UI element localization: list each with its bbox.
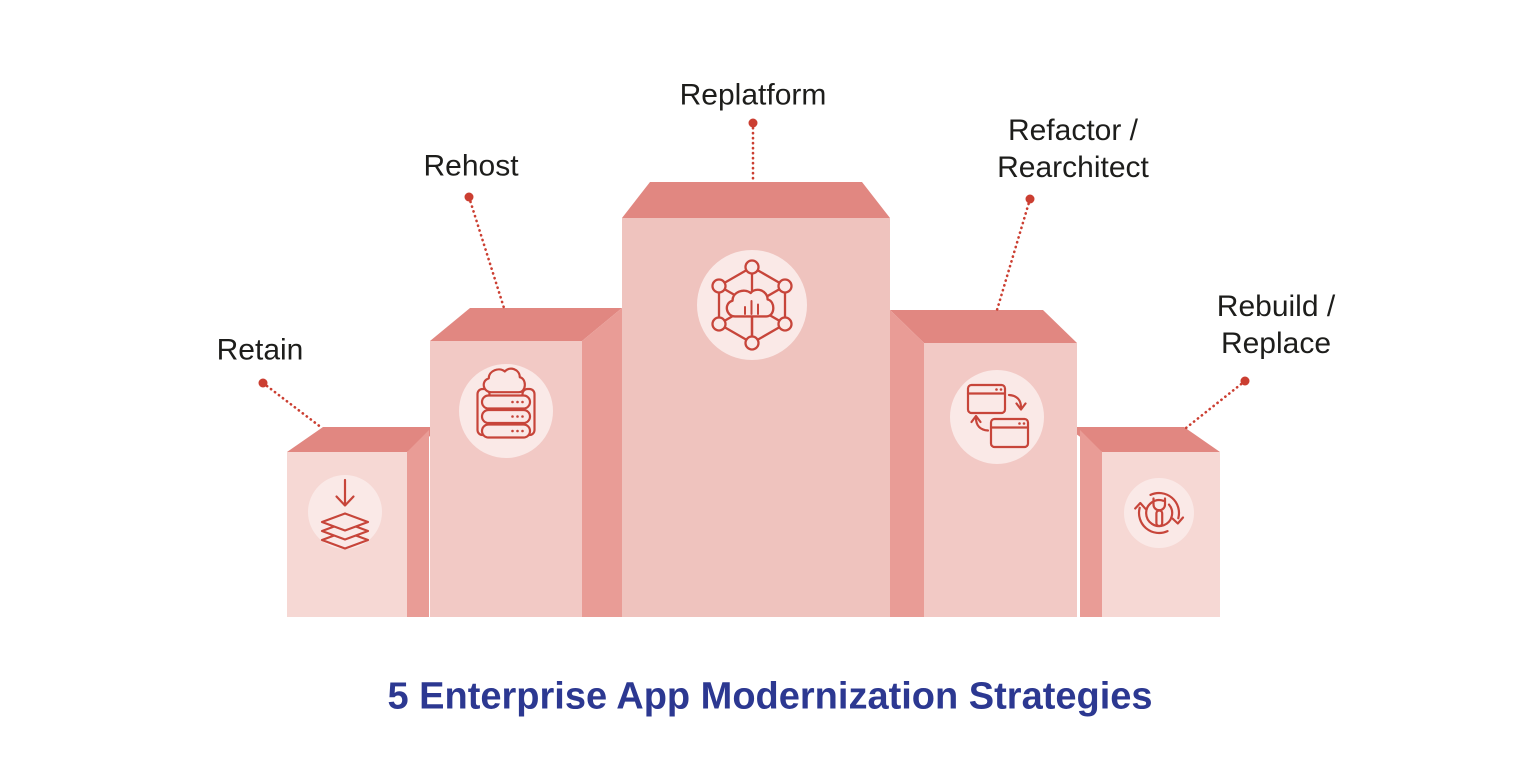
- label-rebuild-line-1: Rebuild /: [1216, 290, 1336, 323]
- retain-layer-top: [320, 512, 370, 532]
- diagram-title: 5 Enterprise App Modernization Strategie…: [387, 675, 1153, 718]
- rehost-server-leds: [511, 400, 524, 433]
- pillar-replatform: [622, 182, 890, 617]
- replatform-cloud: [725, 288, 775, 318]
- label-refactor-rearchitect: Refactor / Rearchitect: [997, 112, 1149, 186]
- rehost-side-face: [582, 308, 622, 617]
- refactor-side-face: [890, 310, 924, 617]
- refactor-window-2-dot: [1018, 422, 1021, 425]
- label-rehost-line-1: Rehost: [423, 149, 519, 183]
- retain-connector-dot: [258, 378, 268, 388]
- refactor-connector-line: [995, 197, 1032, 312]
- rehost-top-face: [430, 308, 622, 341]
- replatform-connector-dot: [748, 118, 758, 128]
- refactor-arrow-right-head: [1015, 402, 1027, 411]
- replatform-cloud-network-icon: [711, 259, 793, 351]
- label-retain-line-1: Retain: [216, 333, 304, 367]
- refactor-window-1-dot: [995, 388, 998, 391]
- rebuild-outer-arc-2-head: [1134, 501, 1147, 510]
- replatform-cloud-bars: [744, 300, 759, 315]
- retain-layers-download-icon: [320, 478, 370, 550]
- label-refactor-line-1: Refactor /: [1007, 114, 1139, 147]
- rebuild-top-face: [1066, 427, 1220, 452]
- rebuild-connector-dot: [1240, 376, 1250, 386]
- rebuild-outer-arc-1: [1149, 491, 1181, 520]
- refactor-window-2: [989, 417, 1030, 449]
- rehost-server-bar-1: [480, 394, 532, 410]
- refactor-connector-dot: [1025, 194, 1035, 204]
- rebuild-side-face: [1080, 430, 1102, 617]
- label-replatform: Replatform: [680, 77, 827, 114]
- rebuild-connector-line: [1184, 379, 1247, 430]
- refactor-arrow-right: [1007, 393, 1023, 409]
- rebuild-outer-arc-2: [1137, 506, 1169, 535]
- retain-side-face: [407, 430, 429, 617]
- rehost-cloud-server-icon: [476, 367, 536, 439]
- refactor-top-face: [890, 310, 1077, 343]
- pillar-refactor: [890, 310, 1077, 617]
- refactor-window-1-dot: [999, 388, 1003, 391]
- replatform-front-face: [622, 218, 890, 617]
- label-retain: Retain: [217, 332, 304, 369]
- rehost-server-bar-3: [480, 423, 532, 439]
- refactor-arrow-left-head: [970, 414, 982, 424]
- rebuild-wrench-handle: [1155, 509, 1164, 528]
- rehost-cloud: [482, 367, 526, 394]
- rebuild-outer-arc-1-head: [1171, 516, 1185, 525]
- refactor-window-1: [966, 383, 1007, 415]
- retain-top-face: [287, 427, 443, 452]
- label-rehost: Rehost: [423, 148, 518, 185]
- retain-arrow-head: [335, 495, 355, 507]
- rehost-server-bar-2: [480, 408, 532, 425]
- refactor-window-swap-icon: [966, 383, 1030, 449]
- rehost-connector-dot: [464, 192, 474, 202]
- refactor-arrow-left: [974, 416, 990, 432]
- retain-connector-line: [261, 381, 324, 430]
- replatform-nodes: [711, 259, 793, 351]
- replatform-top-face: [622, 182, 890, 218]
- label-rebuild-replace: Rebuild / Replace: [1217, 288, 1335, 362]
- label-replatform-line-1: Replatform: [679, 78, 827, 112]
- label-rebuild-line-2: Replace: [1220, 327, 1332, 360]
- connectors: [258, 118, 1250, 430]
- rebuild-wrench-cycle-icon: [1134, 491, 1185, 535]
- rehost-connector-line: [467, 195, 506, 310]
- label-refactor-line-2: Rearchitect: [997, 151, 1149, 184]
- pillar-rehost: [430, 308, 622, 617]
- refactor-window-2-dot: [1022, 422, 1026, 425]
